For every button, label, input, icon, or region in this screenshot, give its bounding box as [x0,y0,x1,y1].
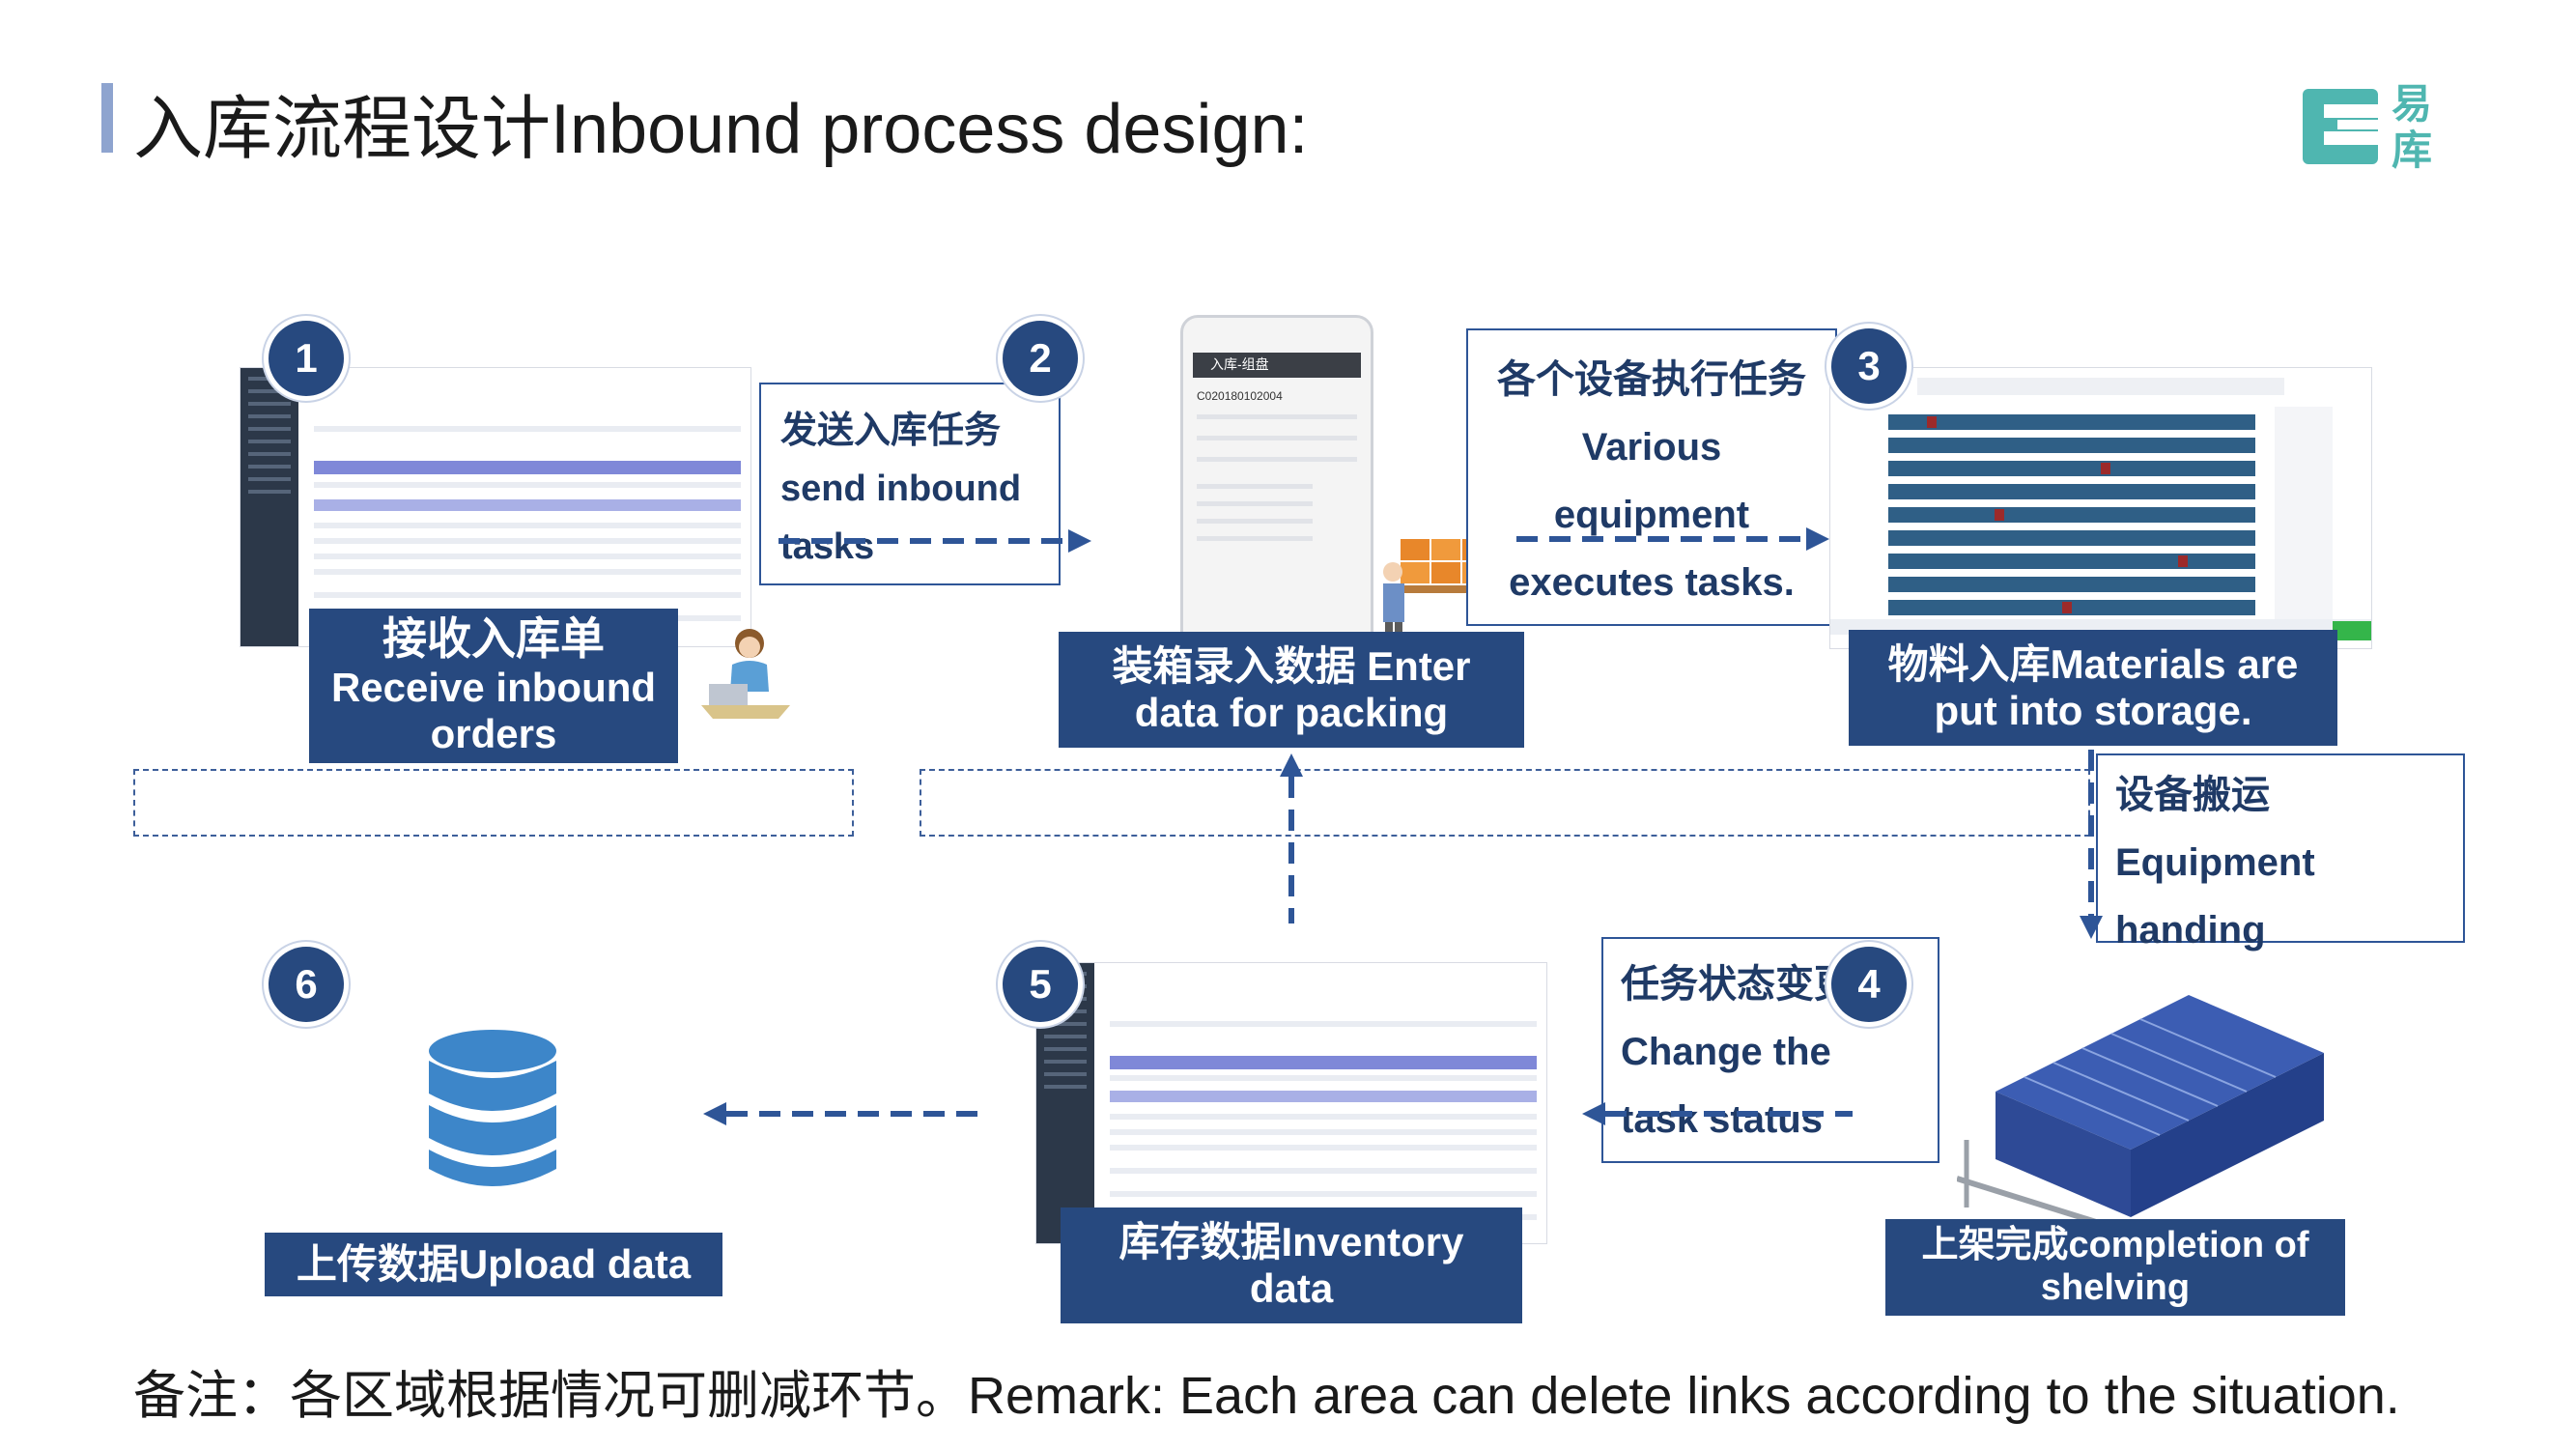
handling-cn: 设备搬运 [2115,774,2270,816]
arrow-to-step5-from-step4 [1582,1102,1853,1125]
handling-callout: 设备搬运 Equipment handing [2096,753,2465,952]
step6-badge: 6 [269,947,344,1022]
arrow-up-to-step2 [1280,753,1303,923]
title-accent-bar [101,83,113,153]
step4-label: 上架完成completion of shelving [1885,1219,2345,1316]
step3-screenshot [1829,367,2372,649]
status-en-1: Change the [1621,1031,1831,1073]
office-worker-icon [701,629,790,719]
arrow-to-step6 [703,1102,979,1125]
step5-screenshot [1035,962,1547,1244]
equipment-cn: 各个设备执行任务 [1497,358,1806,401]
brand-logo: 易库 [2299,81,2453,178]
status-cn: 任务状态变更 [1621,963,1853,1006]
step5-label: 库存数据Inventory data [1061,1208,1522,1323]
arrow-down-handling [2080,750,2103,939]
arrow-to-step3 [1516,527,1829,551]
device-screen-title: 入库-组盘 [1210,356,1269,372]
step1-label-cn: 接收入库单 [382,613,605,665]
step3-label: 物料入库Materials are put into storage. [1849,630,2337,746]
step1-screenshot [240,367,751,647]
step1-label: 接收入库单 Receive inbound orders [309,609,678,763]
logo-e-icon [2303,89,2378,164]
footnote: 备注：各区域根据情况可删减环节。Remark: Each area can de… [133,1367,2400,1425]
handling-en-1: Equipment [2115,841,2315,884]
rack-layout [1888,407,2255,619]
page-title: 入库流程设计Inbound process design: [133,91,1309,168]
step3-label-2: put into storage. [1934,688,2252,733]
step1-badge: 1 [269,321,344,396]
area-right-dashed [920,769,2090,837]
step2-label-2: data for packing [1134,690,1449,735]
device-field-1: C020180102004 [1197,389,1283,403]
step4-label-2: shelving [2040,1267,2191,1308]
status-en-2: task status [1621,1098,1823,1141]
status-callout: 任务状态变更 Change the task status [1601,937,1939,1163]
handling-en-2: handing [2115,909,2266,952]
equipment-callout: 各个设备执行任务 Various equipment executes task… [1466,328,1837,626]
send-tasks-en-2: tasks [780,526,875,567]
device-screen-header [1193,353,1361,378]
step2-badge: 2 [1003,321,1078,396]
arrow-to-step2 [778,529,1091,553]
step6-label-1: 上传数据Upload data [296,1240,692,1287]
send-tasks-cn: 发送入库任务 [780,411,1002,451]
step5-label-1: 库存数据Inventory [1118,1218,1464,1264]
automated-warehouse-icon [1957,995,2324,1227]
step1-label-en-1: Receive inbound [330,665,657,711]
equipment-en-3: executes tasks. [1509,561,1795,604]
step2-label: 装箱录入数据 Enter data for packing [1059,632,1524,748]
send-tasks-callout: 发送入库任务 send inbound tasks [759,383,1061,585]
equipment-en-1: Various [1581,426,1722,469]
handheld-device: 入库-组盘 C020180102004 [1180,315,1373,678]
step3-badge: 3 [1831,328,1907,404]
step2-label-1: 装箱录入数据 Enter [1112,642,1471,689]
logo-text: 易库 [2392,81,2433,173]
step1-label-en-2: orders [430,711,557,757]
step4-badge: 4 [1831,947,1907,1022]
step3-label-1: 物料入库Materials are [1887,640,2299,687]
step5-label-2: data [1249,1265,1334,1311]
send-tasks-en-1: send inbound [780,469,1022,509]
equipment-en-2: equipment [1553,494,1750,536]
step6-label: 上传数据Upload data [265,1233,722,1296]
step4-label-1: 上架完成completion of [1921,1225,2309,1266]
step5-badge: 5 [1003,947,1078,1022]
database-icon [429,1030,556,1186]
area-left-dashed [133,769,854,837]
